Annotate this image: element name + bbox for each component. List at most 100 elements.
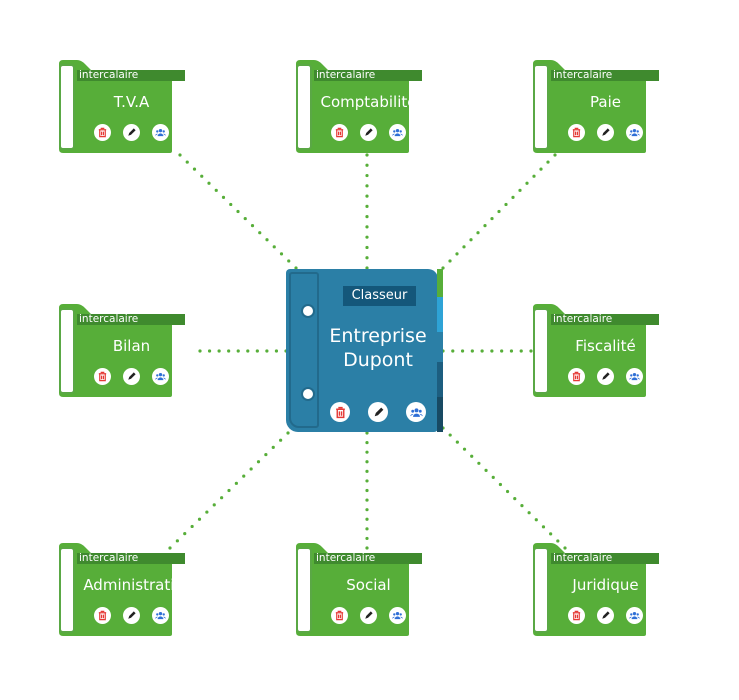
- link-dot: [529, 349, 533, 353]
- pencil-icon: [128, 611, 136, 619]
- link-dot: [490, 349, 494, 353]
- link-dot: [365, 266, 369, 270]
- share-button[interactable]: [626, 368, 643, 385]
- delete-button[interactable]: [94, 124, 111, 141]
- folder-spine: [533, 547, 549, 633]
- share-button[interactable]: [389, 124, 406, 141]
- link-top-right: [441, 153, 557, 270]
- edit-button[interactable]: [123, 607, 140, 624]
- edit-button[interactable]: [597, 368, 614, 385]
- folder-node-t-v-a[interactable]: intercalaire T.V.A: [57, 60, 185, 153]
- edit-button[interactable]: [360, 124, 377, 141]
- link-dot: [197, 517, 202, 521]
- link-dot: [470, 454, 474, 458]
- delete-button[interactable]: [331, 607, 348, 624]
- link-dot: [220, 496, 224, 500]
- binder-node[interactable]: Classeur Entreprise Dupont: [286, 269, 443, 432]
- delete-button[interactable]: [94, 368, 111, 385]
- folder-node-comptabilit-[interactable]: intercalaire Comptabilité: [294, 60, 422, 153]
- link-dot: [242, 474, 246, 478]
- folder-title: Social: [346, 576, 391, 594]
- edit-button[interactable]: [360, 607, 377, 624]
- link-dot: [246, 349, 250, 353]
- link-dot: [497, 209, 501, 214]
- link-dot: [365, 536, 369, 541]
- binder-tab-strips: [437, 269, 443, 432]
- link-dot: [365, 225, 369, 229]
- folder-actions: [551, 124, 660, 141]
- link-dot: [470, 349, 474, 353]
- share-button[interactable]: [626, 124, 643, 141]
- link-dot: [365, 479, 369, 483]
- folder-actions: [77, 607, 186, 624]
- share-button[interactable]: [626, 607, 643, 624]
- link-dot: [365, 469, 369, 473]
- folder-node-fiscalit-[interactable]: intercalaire Fiscalité: [531, 304, 659, 397]
- folder-tag: intercalaire: [551, 553, 659, 564]
- share-button[interactable]: [406, 402, 426, 422]
- folder-node-bilan[interactable]: intercalaire Bilan: [57, 304, 185, 397]
- edit-button[interactable]: [123, 368, 140, 385]
- pencil-icon: [602, 128, 610, 136]
- link-dot: [365, 194, 369, 198]
- link-dot: [553, 153, 557, 157]
- folder-node-paie[interactable]: intercalaire Paie: [531, 60, 659, 153]
- link-dot: [183, 532, 187, 536]
- folder-tag: intercalaire: [314, 553, 422, 564]
- link-dot: [207, 181, 211, 185]
- link-dot: [365, 256, 369, 260]
- delete-button[interactable]: [330, 402, 350, 422]
- folder-node-juridique[interactable]: intercalaire Juridique: [531, 543, 659, 636]
- share-button[interactable]: [152, 368, 169, 385]
- link-dot: [365, 517, 369, 521]
- binder-ring: [301, 387, 315, 401]
- link-dot: [249, 467, 253, 471]
- delete-button[interactable]: [94, 607, 111, 624]
- delete-button[interactable]: [568, 368, 585, 385]
- link-dot: [534, 518, 538, 522]
- users-icon: [629, 612, 640, 620]
- link-dot: [532, 174, 536, 178]
- delete-button[interactable]: [331, 124, 348, 141]
- share-button[interactable]: [152, 607, 169, 624]
- link-dot: [264, 452, 268, 457]
- link-dot: [236, 349, 240, 353]
- edit-button[interactable]: [368, 402, 388, 422]
- trash-icon: [98, 371, 107, 382]
- folder-shape: [533, 60, 646, 153]
- delete-button[interactable]: [568, 124, 585, 141]
- link-dot: [265, 238, 269, 242]
- link-dot: [365, 153, 369, 157]
- folder-spine: [533, 64, 549, 150]
- link-dot: [227, 488, 231, 493]
- link-dot: [205, 510, 209, 514]
- link-dot: [256, 460, 261, 464]
- folder-node-administratif[interactable]: intercalaire Administratif: [57, 543, 185, 636]
- link-dot: [518, 188, 522, 192]
- binder-tag: Classeur: [343, 286, 416, 306]
- delete-button[interactable]: [568, 607, 585, 624]
- folder-title: Administratif: [83, 576, 180, 594]
- edit-button[interactable]: [597, 124, 614, 141]
- users-icon: [155, 373, 166, 381]
- link-dot: [490, 216, 494, 221]
- link-dot: [539, 167, 543, 171]
- binder-actions: [319, 402, 437, 422]
- link-dot: [462, 447, 467, 451]
- folder-node-social[interactable]: intercalaire Social: [294, 543, 422, 636]
- edit-button[interactable]: [597, 607, 614, 624]
- link-dot: [255, 349, 259, 353]
- folder-tag: intercalaire: [77, 553, 185, 564]
- share-button[interactable]: [152, 124, 169, 141]
- folder-spine: [59, 547, 75, 633]
- folder-spine: [533, 308, 549, 394]
- folder-spine: [59, 64, 75, 150]
- link-dot: [192, 167, 197, 171]
- link-dot: [519, 349, 523, 353]
- folder-title: Juridique: [572, 576, 639, 594]
- share-button[interactable]: [389, 607, 406, 624]
- link-dot: [227, 349, 231, 353]
- edit-button[interactable]: [123, 124, 140, 141]
- link-dot: [271, 445, 275, 449]
